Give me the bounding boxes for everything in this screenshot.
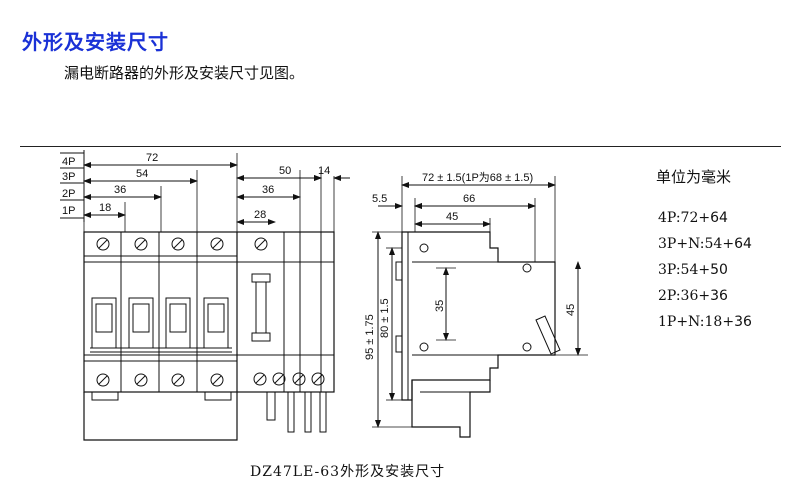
- pole-label-4p: 4P: [62, 156, 75, 168]
- pole-label-3p: 3P: [62, 171, 75, 183]
- bottom-terminal-screws: [96, 372, 325, 387]
- figure-caption: DZ47LE-63外形及安装尺寸: [250, 464, 446, 480]
- units-title: 单位为毫米: [656, 168, 732, 186]
- divider: [20, 146, 781, 147]
- dim-2p-width: 36: [114, 184, 126, 196]
- pole-label-2p: 2P: [62, 188, 75, 200]
- formula-3p-n: 3P+N:54+64: [658, 236, 752, 252]
- test-button: [251, 273, 271, 283]
- dim-side-height-80: 80 ± 1.5: [379, 298, 391, 338]
- dim-leakage-14: 14: [318, 165, 330, 177]
- dim-3p-width: 54: [136, 168, 148, 180]
- pole-label-table: 4P 3P 2P 1P: [60, 150, 85, 222]
- dim-side-height-95: 95 ± 1.75: [364, 314, 376, 360]
- dim-leakage-36: 36: [262, 184, 274, 196]
- dim-side-5-5: 5.5: [372, 193, 387, 205]
- dim-side-45-right: 45: [565, 304, 577, 316]
- dim-leakage-28: 28: [254, 209, 266, 221]
- section-heading: 外形及安装尺寸: [22, 30, 169, 54]
- front-view: 4P 3P 2P 1P 72 54 36 18 50 14: [60, 150, 350, 441]
- dim-4p-width: 72: [146, 152, 158, 164]
- top-terminal-screws: [96, 237, 268, 251]
- dim-leakage-50: 50: [279, 165, 291, 177]
- pole-label-1p: 1P: [62, 205, 75, 217]
- dim-1p-width: 18: [99, 202, 111, 214]
- dim-side-rail-35: 35: [434, 300, 446, 312]
- side-view: 72 ± 1.5(1P为68 ± 1.5) 5.5 66 45 95 ± 1.7…: [364, 171, 588, 438]
- toggle-handles: [90, 297, 232, 353]
- formula-1p-n: 1P+N:18+36: [658, 314, 752, 330]
- dim-side-66: 66: [463, 193, 475, 205]
- intro-text: 漏电断路器的外形及安装尺寸见图。: [64, 64, 305, 82]
- dim-side-depth: 72 ± 1.5(1P为68 ± 1.5): [422, 171, 533, 184]
- formula-2p: 2P:36+36: [658, 288, 728, 304]
- formula-4p: 4P:72+64: [658, 210, 728, 226]
- dim-side-45: 45: [446, 211, 458, 223]
- formula-3p: 3P:54+50: [658, 262, 728, 278]
